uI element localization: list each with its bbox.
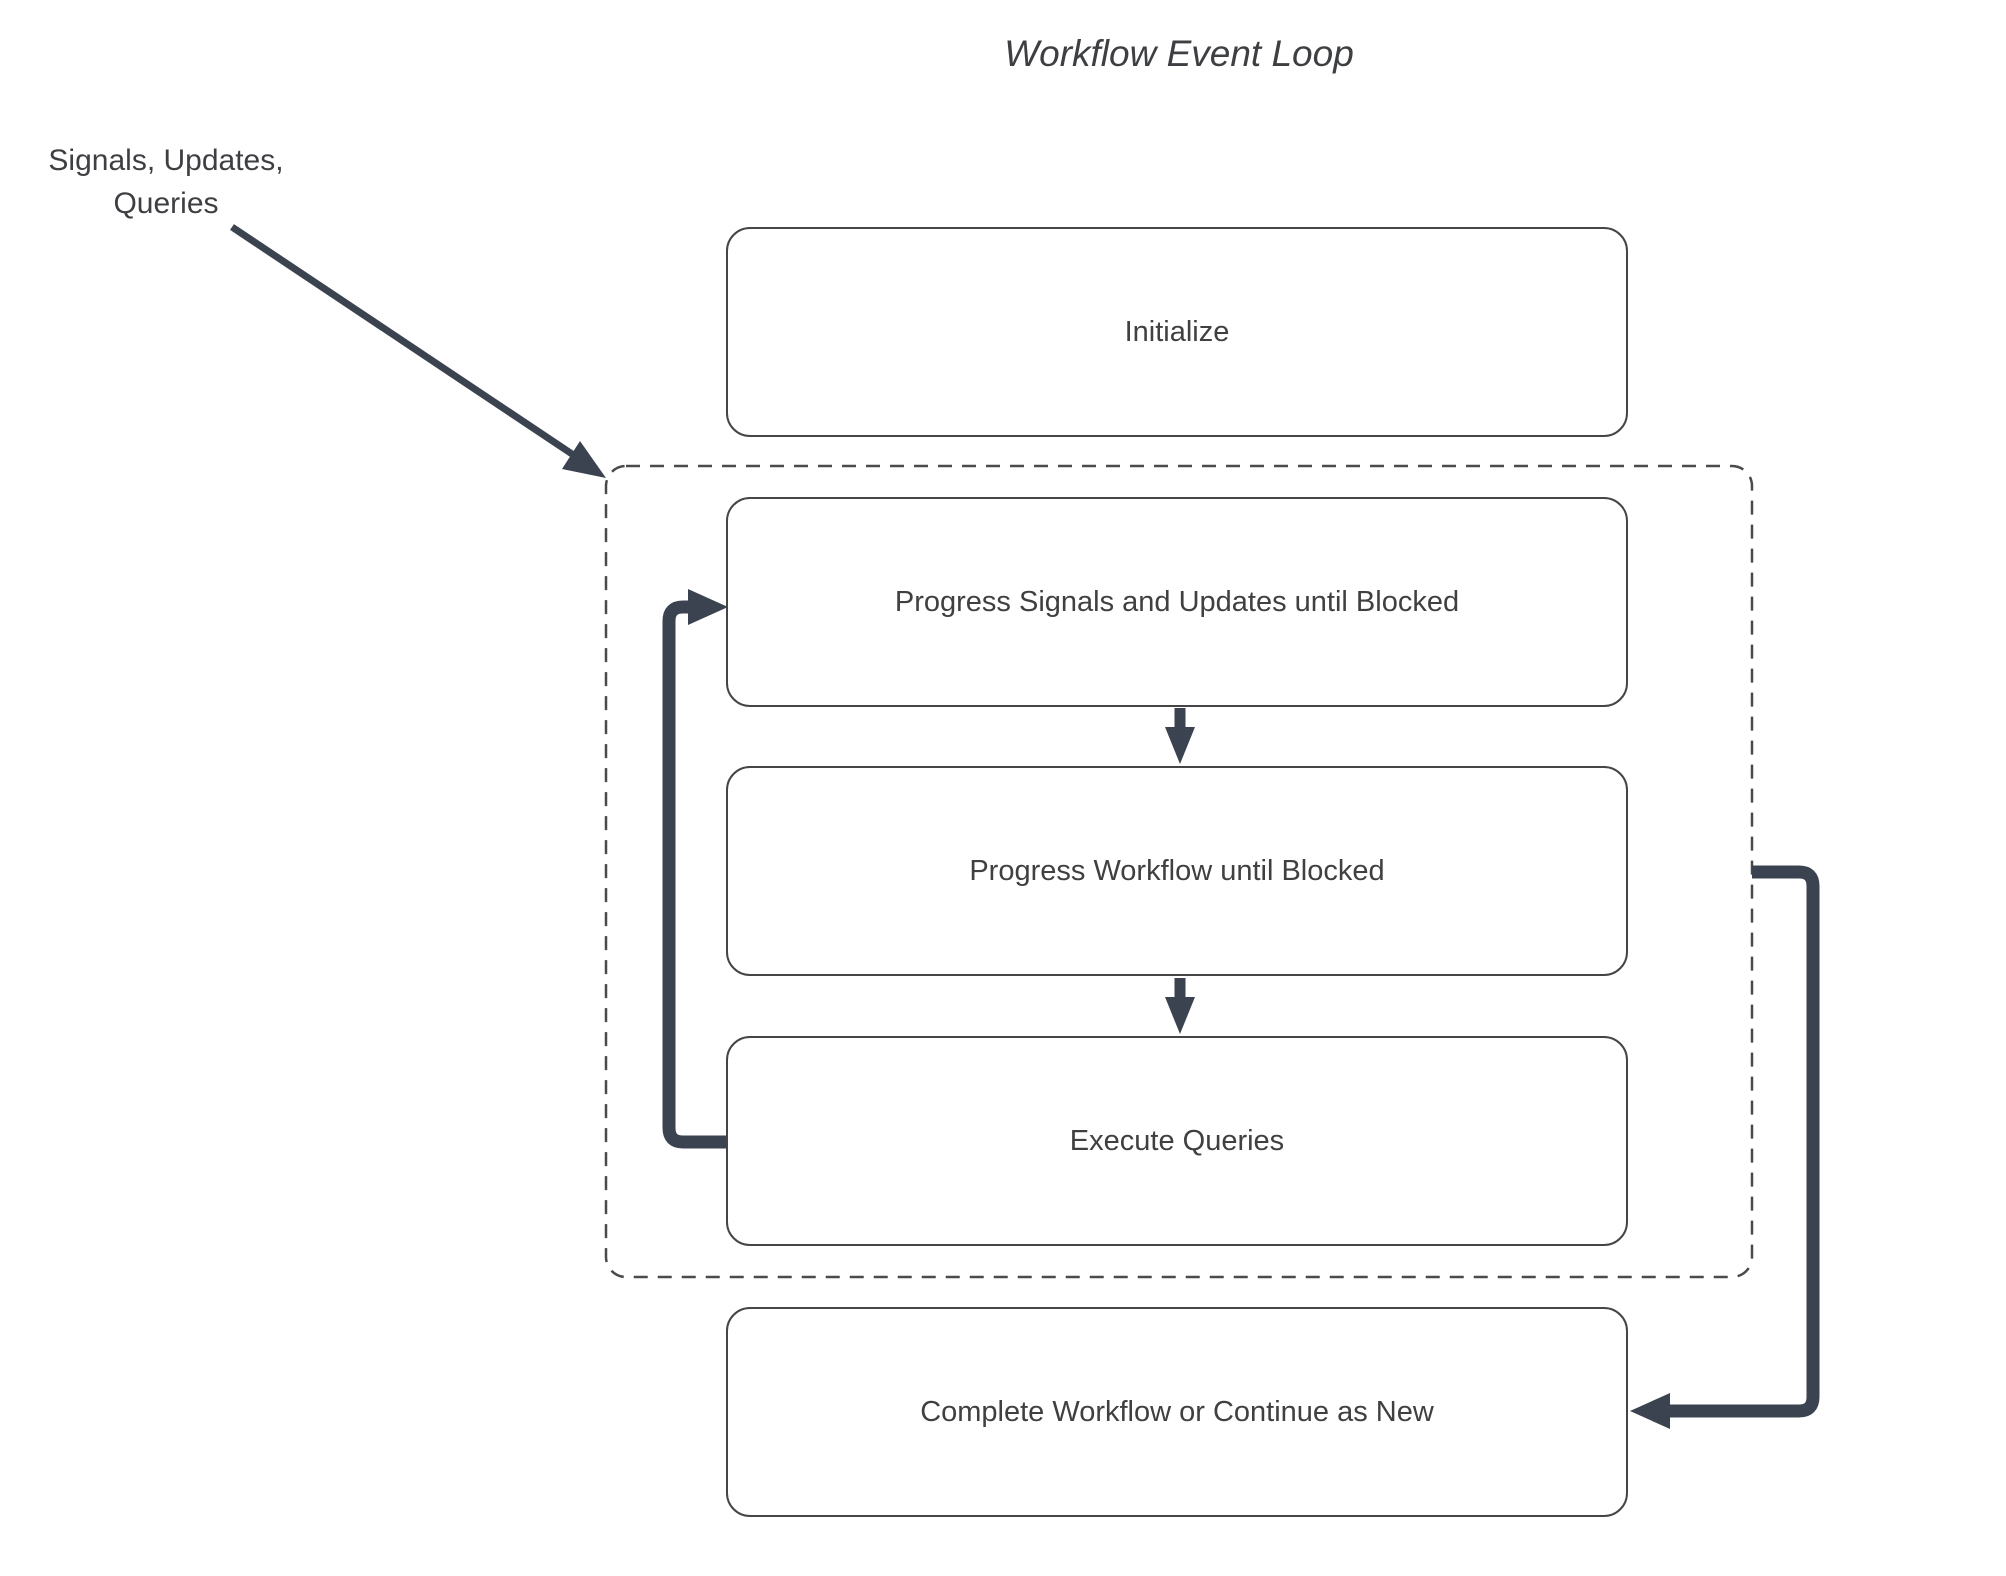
arrow-signals-into-loop (230, 224, 606, 478)
node-complete-workflow: Complete Workflow or Continue as New (726, 1307, 1628, 1517)
node-progress-workflow-label: Progress Workflow until Blocked (969, 854, 1385, 887)
arrow-workflow-to-queries (1165, 978, 1195, 1034)
node-progress-workflow: Progress Workflow until Blocked (726, 766, 1628, 976)
node-complete-workflow-label: Complete Workflow or Continue as New (920, 1395, 1434, 1428)
node-execute-queries-label: Execute Queries (1069, 1124, 1285, 1157)
node-progress-signals-updates-label: Progress Signals and Updates until Block… (894, 585, 1460, 618)
arrow-progress-signals-to-workflow (1165, 708, 1195, 764)
node-progress-signals-updates: Progress Signals and Updates until Block… (726, 497, 1628, 707)
node-initialize-label: Initialize (1124, 315, 1230, 348)
arrow-queries-loop-back (662, 589, 728, 1149)
annotation-signals-updates-queries: Signals, Updates, Queries (48, 144, 284, 220)
node-initialize: Initialize (726, 227, 1628, 437)
node-execute-queries: Execute Queries (726, 1036, 1628, 1246)
diagram-title: Workflow Event Loop (1004, 33, 1354, 74)
arrow-loop-to-complete (1630, 865, 1820, 1429)
